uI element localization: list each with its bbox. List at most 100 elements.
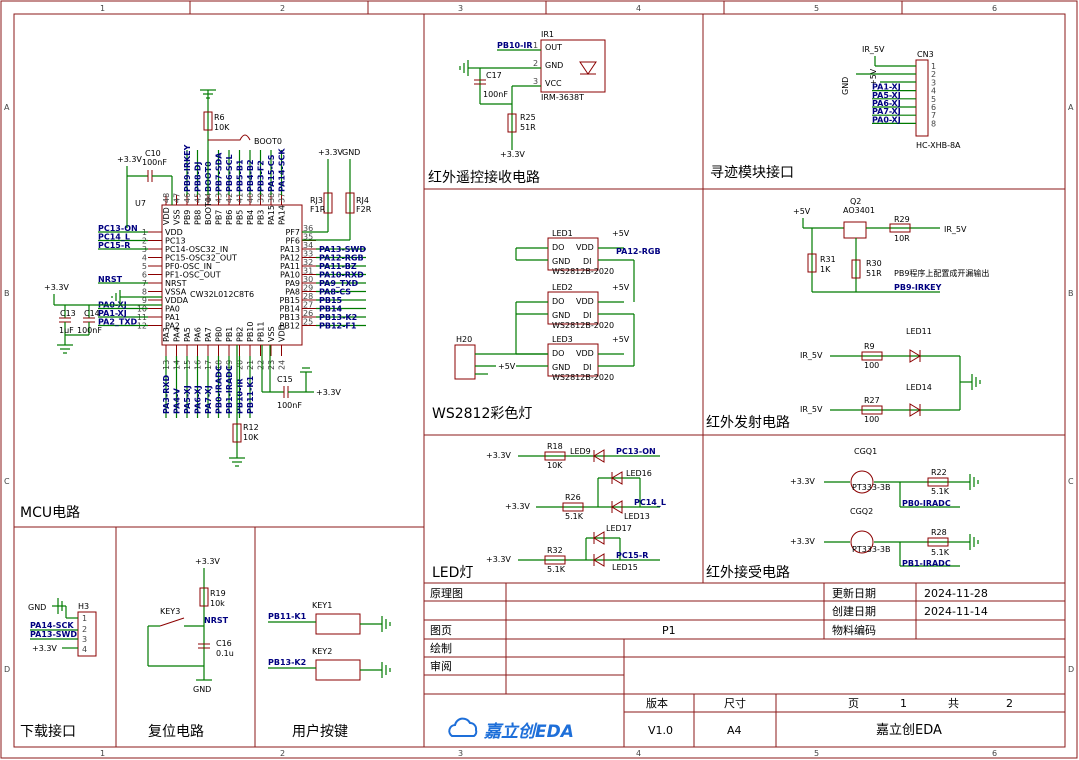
svg-text:5: 5 [814,749,819,758]
tb-size-value: A4 [727,724,742,737]
pin-name: PB13 [280,313,301,322]
pin-number: 31 [303,267,313,276]
gnd-icon [969,534,979,550]
c17-ref: C17 [486,71,502,80]
svg-text:GND: GND [545,61,563,70]
svg-text:B: B [1068,289,1074,298]
ws2812-pin: DI [583,363,592,372]
pin-number: 26 [303,309,313,318]
net-label: PC15-R [98,241,130,250]
net-label: PA6-XJ [872,99,901,108]
cgq1-net: PB0-IRADC [902,499,951,508]
gnd-icon [381,616,391,632]
pin-number: 27 [303,301,313,310]
r30-ref: R30 [866,259,882,268]
svg-text:2: 2 [280,4,285,13]
ws2812-led-ref: LED2 [552,283,573,292]
ws2812-pin: GND [552,257,570,266]
pin-name: PB7 [215,210,224,225]
ws2812-led-part: WS2812B-2020 [552,373,614,382]
r26-ref: R26 [565,493,581,502]
net-label: PB15 [319,296,343,305]
net-label: PA15-CS [267,154,276,192]
net-label: PA13-SWD [319,245,366,254]
h3-net-1: PA14-SCK [30,621,74,630]
r29-value: 10R [894,234,910,243]
ir-emitter-block: +5V R31 1K Q2 AO3401 R29 10R IR_5V R30 5… [793,197,989,424]
tb-pages-current: 1 [900,697,907,710]
svg-text:OUT: OUT [545,43,562,52]
net-label: PB4-B2 [246,159,255,192]
c13-ref: C13 [60,309,76,318]
pin-number: 44 [204,193,213,203]
row-markers: A B C D A B C D [4,103,1074,674]
pin-name: PB4 [246,210,255,225]
ws2812-led-part: WS2812B-2020 [552,267,614,276]
pin-name: PB10 [246,322,255,343]
ws2812-pin: DI [583,311,592,320]
pin-number: 46 [183,193,192,203]
cn3-5v: +5V [869,68,878,86]
tracking-connector-block: CN3 HC-XHB-8A IR_5V GND +5V 12345678PA1-… [841,45,961,150]
net-label: PB0-IRADC [215,365,224,414]
pin-name: PF7 [285,228,300,237]
pin-name: PB8 [194,210,203,225]
pin-number: 32 [303,258,313,267]
c14-value: 100nF [77,326,102,335]
net-label: PA7-XJ [872,107,901,116]
cgq2-supply: +3.3V [790,537,815,546]
r25-supply: +3.3V [500,150,525,159]
pin-name: PB15 [280,296,301,305]
pin-number: 34 [303,241,313,250]
gnd-icon [57,344,73,354]
tracking-section-title: 寻迹模块接口 [710,164,794,181]
cgq1-part: PT333-3B [852,483,890,492]
ws2812-supply: +5V [612,335,630,344]
led15-supply: +3.3V [486,555,511,564]
svg-text:1: 1 [533,41,538,50]
pin-number: 29 [303,284,313,293]
net-label: PC13-ON [98,224,138,233]
led9-supply: +3.3V [486,451,511,460]
pin-name: PB14 [280,305,301,314]
q2-part: AO3401 [843,206,875,215]
pin-name: PF6 [285,237,300,246]
pin-number: 9 [142,296,147,305]
pin-name: PB2 [236,327,245,342]
r29-ref: R29 [894,215,910,224]
net-label: PB9-IRKEY [183,144,192,192]
r32-value: 5.1K [547,565,566,574]
c13-supply: +3.3V [44,283,69,292]
r18-ref: R18 [547,442,563,451]
net-label: PA0-XJ [872,115,901,124]
ws2812-pin: VDD [576,297,594,306]
net-label: PA8-CS [319,288,351,297]
h20-supply: +5V [498,362,516,371]
reset-gnd: GND [193,685,211,694]
tb-pages-label: 页 [848,697,859,710]
pin-number: 22 [257,360,266,370]
led-section-title: LED灯 [432,565,473,581]
pin-number: 1 [931,62,936,71]
cgq2-ref: CGQ2 [850,507,873,516]
pin-number: 33 [303,250,313,259]
gnd-icon [57,598,63,614]
pin-name: PA12 [280,254,300,263]
net-label: PA5-XJ [183,385,192,414]
pin-name: PB5 [236,210,245,225]
pin-name: PA9 [285,279,300,288]
download-block: H3 GND PA14-SCK PA13-SWD +3.3V 1 2 3 4 [28,598,97,657]
ws2812-led-ref: LED3 [552,335,573,344]
h20-ref: H20 [456,335,472,344]
h3-net-2: PA13-SWD [30,630,77,639]
svg-text:2: 2 [280,749,285,758]
net-label: PA2_TXD [98,318,138,327]
pin-name: PA1 [165,313,180,322]
r12-ref: R12 [243,423,259,432]
rj4-ref: RJ4 [356,196,369,205]
pin-number: 8 [931,119,936,128]
keys-block: KEY1 PB11-K1 KEY2 PB13-K2 [268,601,391,681]
